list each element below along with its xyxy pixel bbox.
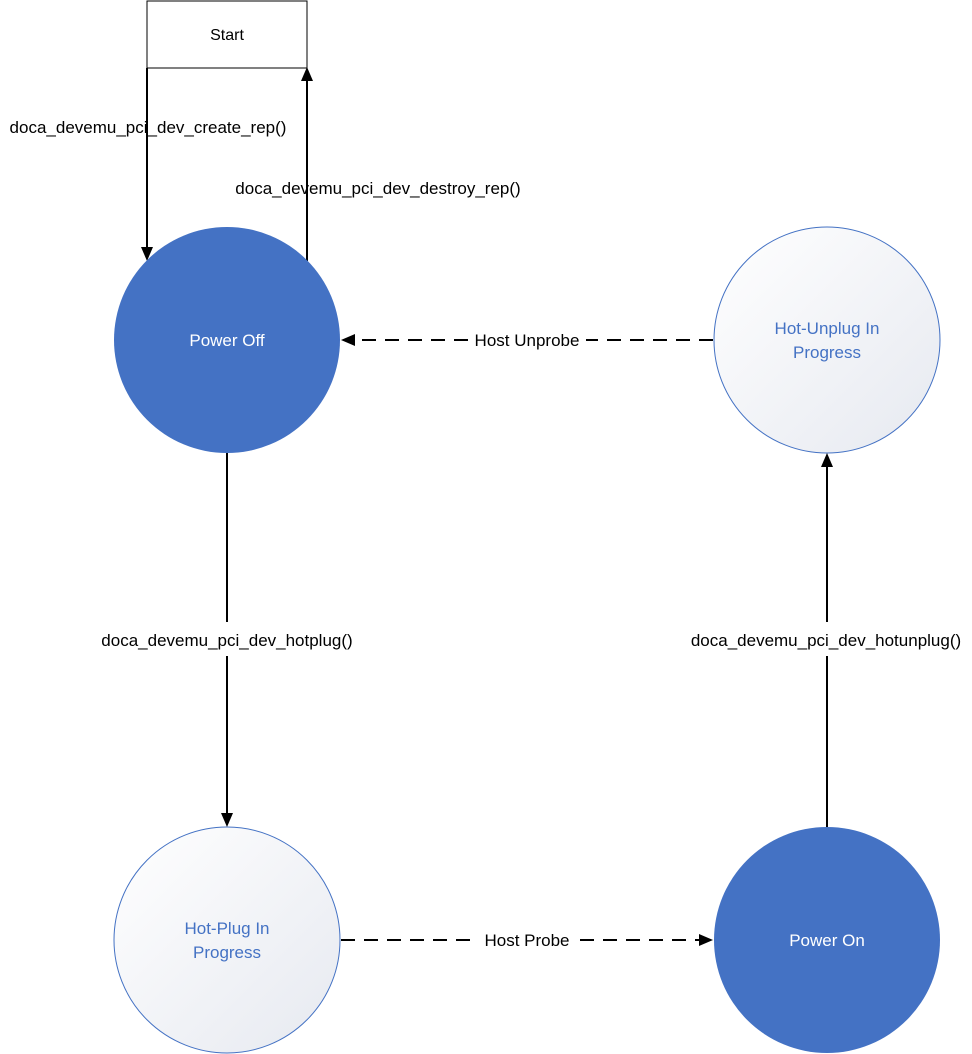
- hot-unplug-label-line2: Progress: [793, 343, 861, 362]
- edge-create-rep: [141, 68, 153, 261]
- hot-unplug-label-line1: Hot-Unplug In: [775, 319, 880, 338]
- edge-hotunplug: [821, 453, 833, 827]
- hotunplug-label: doca_devemu_pci_dev_hotunplug(): [691, 631, 961, 650]
- edge-destroy-rep: [301, 67, 313, 261]
- create-rep-label: doca_devemu_pci_dev_create_rep(): [10, 118, 287, 137]
- power-off-label: Power Off: [189, 331, 265, 350]
- host-probe-label: Host Probe: [484, 931, 569, 950]
- start-label: Start: [210, 27, 244, 44]
- power-on-label: Power On: [789, 931, 865, 950]
- state-power-off: Power Off: [114, 227, 340, 453]
- edge-host-probe: [341, 934, 713, 946]
- hot-plug-label-line1: Hot-Plug In: [184, 919, 269, 938]
- hot-plug-label-line2: Progress: [193, 943, 261, 962]
- edge-hotplug: [221, 453, 233, 827]
- state-hot-plug: Hot-Plug In Progress: [113, 826, 341, 1054]
- state-hot-unplug: Hot-Unplug In Progress: [713, 226, 941, 454]
- edge-host-unprobe: [341, 334, 713, 346]
- destroy-rep-label: doca_devemu_pci_dev_destroy_rep(): [235, 179, 520, 198]
- start-node: Start: [146, 0, 308, 69]
- host-unprobe-label: Host Unprobe: [475, 331, 580, 350]
- state-power-on: Power On: [714, 827, 940, 1053]
- hotplug-label: doca_devemu_pci_dev_hotplug(): [101, 631, 352, 650]
